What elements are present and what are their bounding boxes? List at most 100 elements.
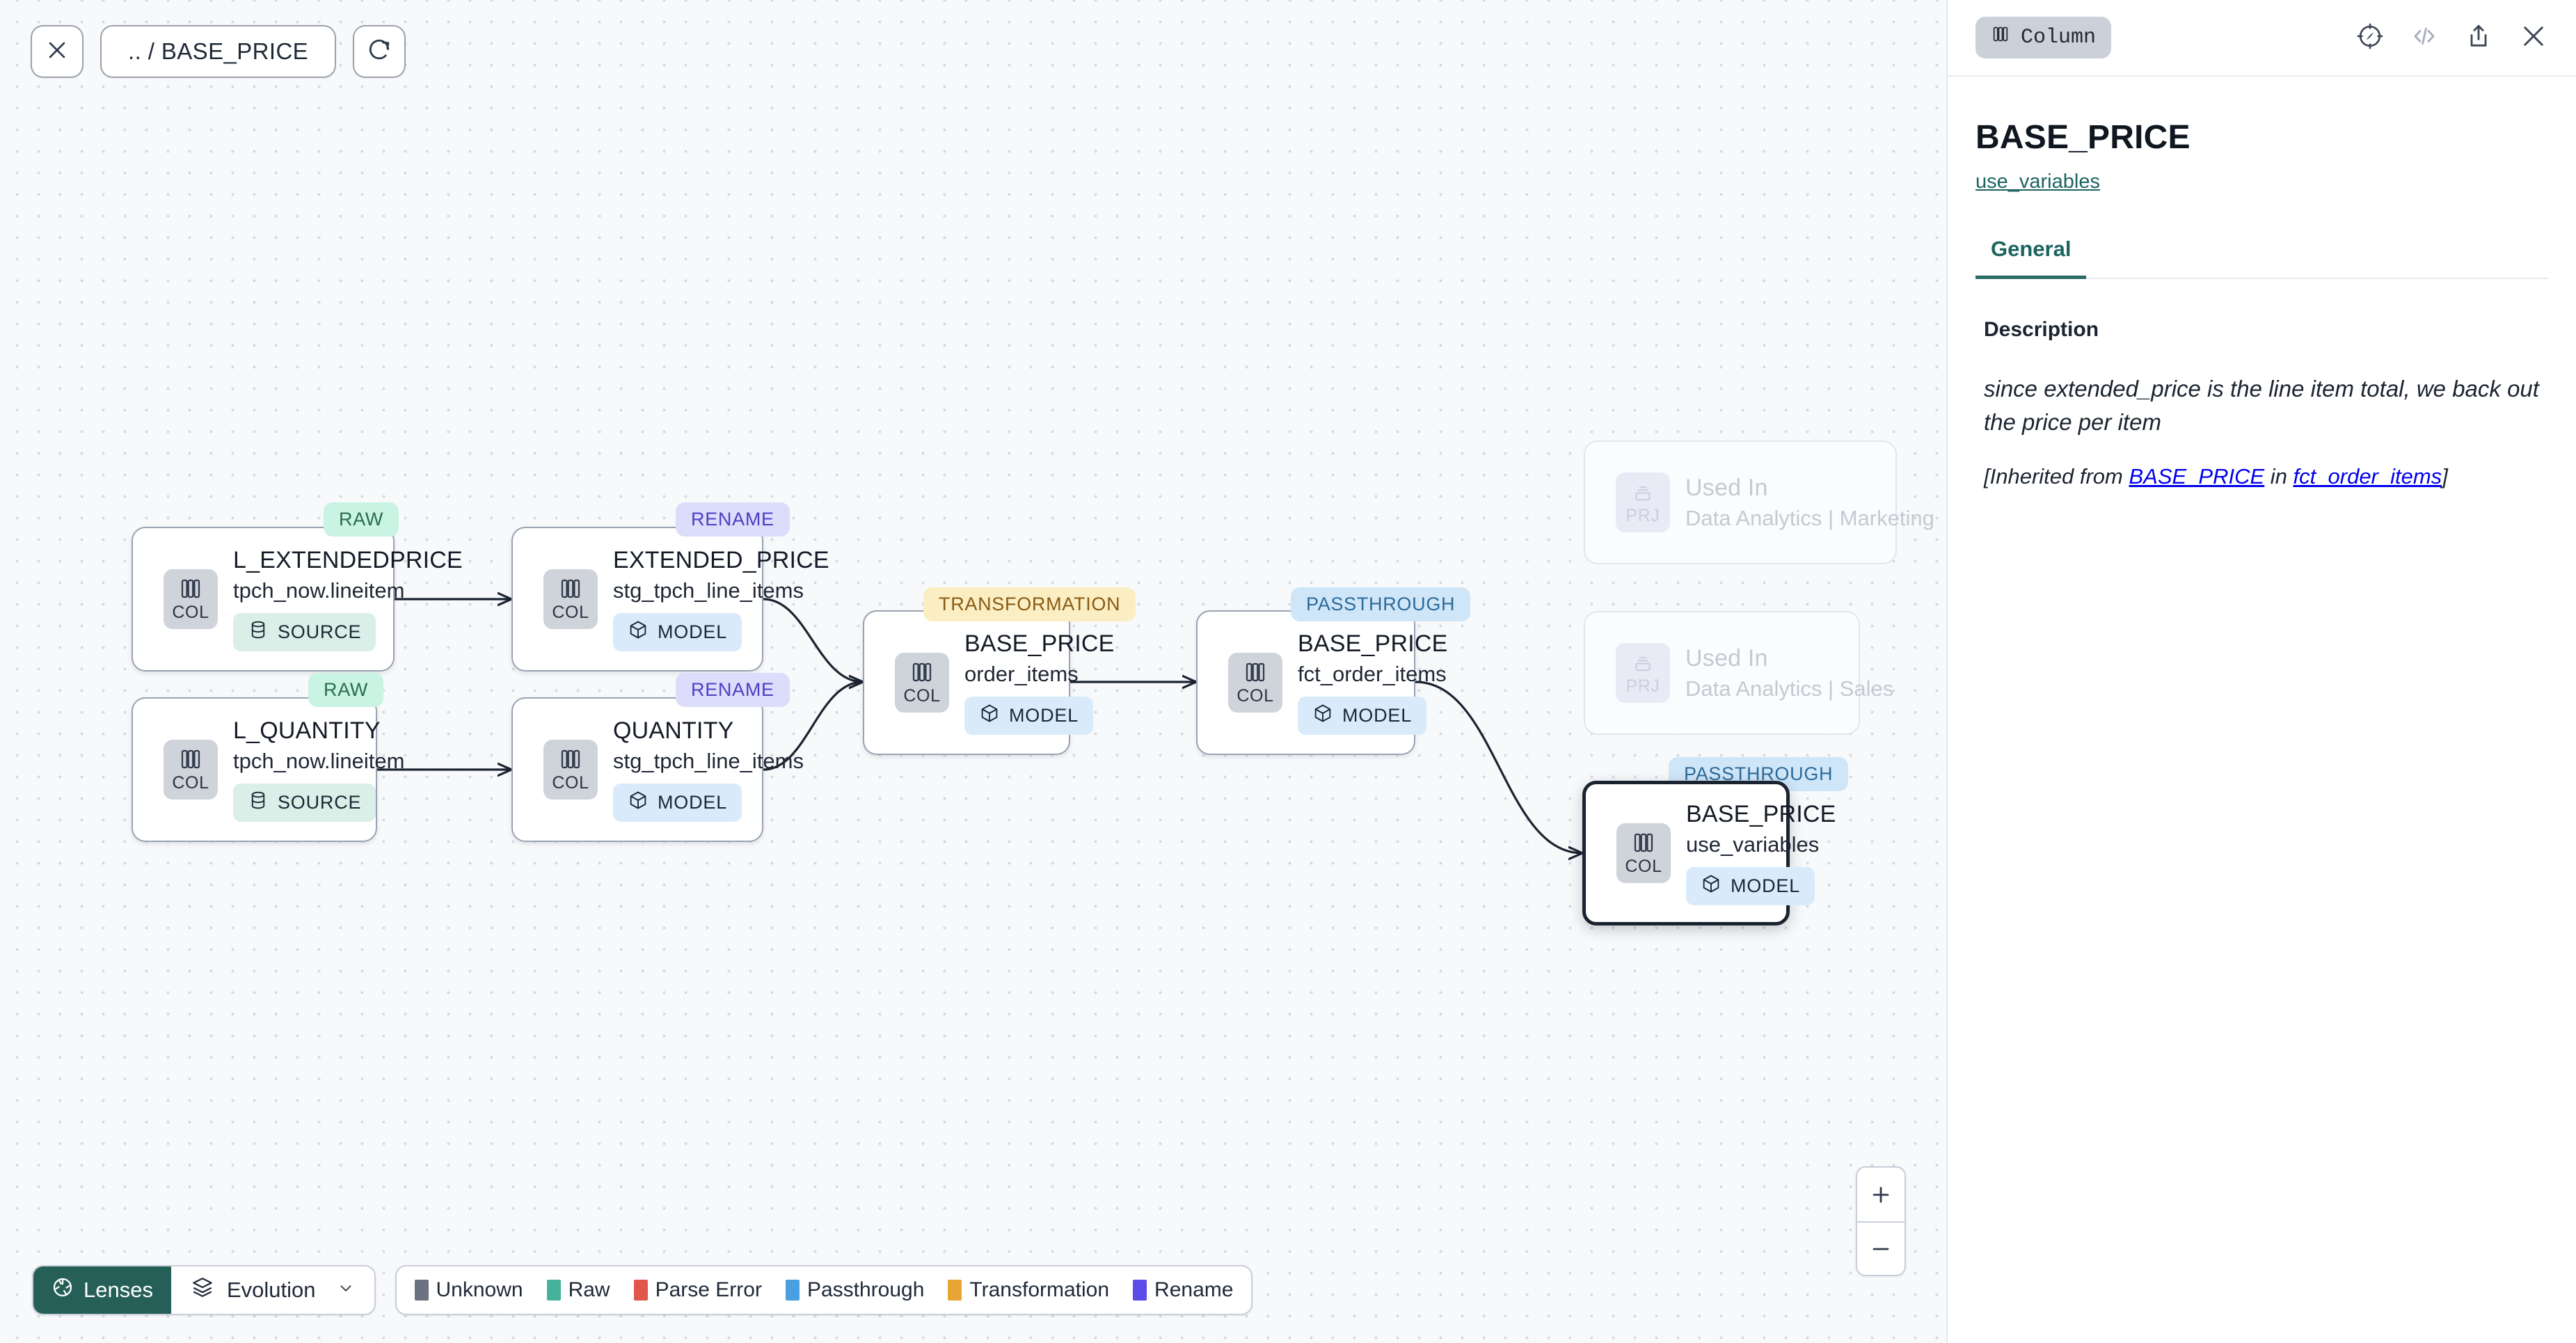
legend-label: Rename: [1154, 1278, 1234, 1301]
node-title: EXTENDED_PRICE: [613, 547, 829, 573]
compass-icon[interactable]: [2356, 22, 2384, 54]
node-badge-rename: RENAME: [676, 502, 790, 537]
lineage-ghost-node-used_in_marketing[interactable]: PRJ Used In Data Analytics | Marketing: [1584, 440, 1934, 564]
column-icon: COL: [1228, 653, 1282, 713]
cube-icon: [1312, 703, 1333, 729]
inherited-suffix: ]: [2442, 463, 2448, 488]
node-icon-abbr: COL: [552, 772, 589, 793]
cube-icon: [628, 790, 649, 816]
node-kind-pill: MODEL: [964, 697, 1094, 735]
evolution-dropdown[interactable]: Evolution: [170, 1266, 374, 1314]
cube-icon: [979, 703, 1000, 729]
code-icon[interactable]: [2410, 22, 2438, 54]
tab-general[interactable]: General: [1975, 237, 2087, 279]
legend-swatch: [546, 1280, 561, 1301]
node-kind-label: MODEL: [1731, 875, 1801, 896]
node-badge-raw: RAW: [308, 673, 384, 707]
refresh-button[interactable]: [353, 25, 406, 78]
breadcrumb[interactable]: .. / BASE_PRICE: [100, 25, 337, 78]
zoom-in-button[interactable]: [1857, 1168, 1905, 1221]
panel-header-actions: [2356, 22, 2548, 54]
node-title: QUANTITY: [613, 717, 734, 744]
legend-label: Parse Error: [655, 1278, 762, 1301]
project-icon: PRJ: [1616, 643, 1670, 703]
column-icon: COL: [164, 740, 218, 800]
node-title: L_QUANTITY: [233, 717, 381, 744]
column-icon: COL: [543, 740, 598, 800]
project-icon: PRJ: [1616, 472, 1670, 532]
layers-icon: [191, 1276, 214, 1305]
evolution-label: Evolution: [226, 1278, 316, 1302]
node-title: Used In: [1685, 644, 1768, 672]
model-link[interactable]: use_variables: [1975, 170, 2100, 193]
node-subtitle: tpch_now.lineitem: [233, 578, 405, 603]
legend-item-unknown[interactable]: Unknown: [414, 1278, 523, 1302]
inherited-model-link[interactable]: fct_order_items: [2293, 463, 2442, 488]
node-title: L_EXTENDEDPRICE: [233, 547, 463, 573]
lenses-button[interactable]: Lenses: [33, 1266, 171, 1314]
node-kind-label: SOURCE: [278, 621, 362, 642]
node-subtitle: fct_order_items: [1298, 662, 1447, 686]
node-body: Used In Data Analytics | Marketing: [1685, 475, 1934, 531]
node-badge-raw: RAW: [324, 502, 399, 537]
cube-icon: [1701, 873, 1722, 899]
inherited-column-link[interactable]: BASE_PRICE: [2129, 463, 2265, 488]
legend-swatch: [633, 1280, 648, 1301]
column-icon: COL: [1616, 823, 1671, 883]
legend-swatch: [414, 1280, 429, 1301]
node-kind-pill: SOURCE: [233, 784, 376, 822]
node-icon-abbr: COL: [1625, 856, 1662, 876]
legend-swatch: [785, 1280, 800, 1301]
close-icon[interactable]: [2519, 22, 2548, 54]
close-graph-button[interactable]: [31, 25, 84, 78]
legend-item-raw[interactable]: Raw: [546, 1278, 610, 1302]
legend-item-parse-error[interactable]: Parse Error: [633, 1278, 762, 1302]
legend-item-rename[interactable]: Rename: [1133, 1278, 1233, 1302]
panel-header: Column: [1948, 0, 2576, 77]
node-subtitle: Data Analytics | Marketing: [1685, 505, 1934, 530]
description-section: Description since extended_price is the …: [1984, 318, 2548, 489]
node-title: BASE_PRICE: [1686, 801, 1836, 827]
plus-icon: [1873, 1186, 1889, 1202]
database-icon: [248, 619, 269, 645]
legend-item-transformation[interactable]: Transformation: [948, 1278, 1109, 1302]
legend-label: Transformation: [969, 1278, 1110, 1301]
node-kind-pill: MODEL: [613, 784, 742, 822]
zoom-out-button[interactable]: [1857, 1221, 1905, 1275]
share-icon[interactable]: [2465, 22, 2492, 54]
node-title: BASE_PRICE: [964, 630, 1115, 657]
entity-type-label: Column: [2021, 26, 2097, 49]
legend-label: Unknown: [436, 1278, 523, 1301]
inherited-prefix: [Inherited from: [1984, 463, 2129, 488]
node-subtitle: tpch_now.lineitem: [233, 749, 405, 773]
legend-swatch: [948, 1280, 962, 1301]
node-kind-label: MODEL: [1009, 705, 1079, 726]
node-kind-label: MODEL: [658, 621, 728, 642]
description-text: since extended_price is the line item to…: [1984, 376, 2539, 435]
chevron-down-icon: [337, 1279, 355, 1302]
node-kind-pill: MODEL: [1686, 867, 1815, 905]
node-kind-label: MODEL: [1342, 705, 1413, 726]
lineage-legend: Unknown Raw Parse Error Passthrough Transfor…: [395, 1265, 1253, 1315]
legend-item-passthrough[interactable]: Passthrough: [785, 1278, 924, 1302]
details-panel: Column: [1946, 0, 2576, 1343]
node-title: Used In: [1685, 474, 1768, 501]
cube-icon: [628, 619, 649, 645]
lenses-label: Lenses: [84, 1278, 153, 1302]
page-title: BASE_PRICE: [1975, 119, 2191, 156]
node-icon-abbr: COL: [903, 685, 941, 706]
node-icon-abbr: PRJ: [1625, 505, 1660, 525]
